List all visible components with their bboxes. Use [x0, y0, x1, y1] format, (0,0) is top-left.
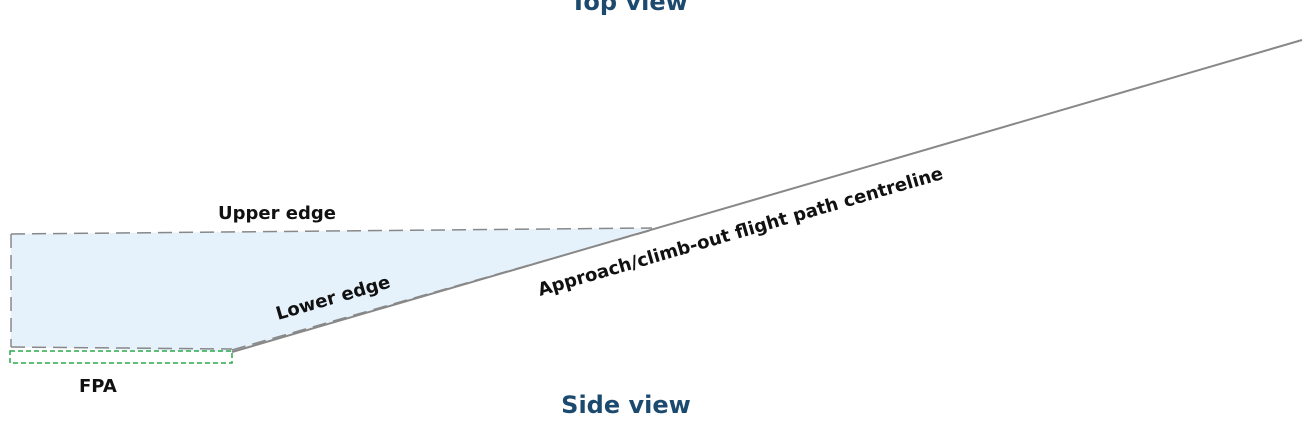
fpa-box — [9, 350, 233, 364]
top-view-title: Top view — [570, 0, 688, 16]
upper-edge-label: Upper edge — [218, 203, 336, 224]
flight-path-centreline — [231, 39, 1303, 353]
side-view-title: Side view — [561, 391, 691, 419]
shaded-region — [11, 228, 652, 352]
bottom-edge-line — [10, 346, 233, 350]
fpa-label: FPA — [79, 376, 117, 397]
upper-edge-line — [10, 227, 653, 235]
